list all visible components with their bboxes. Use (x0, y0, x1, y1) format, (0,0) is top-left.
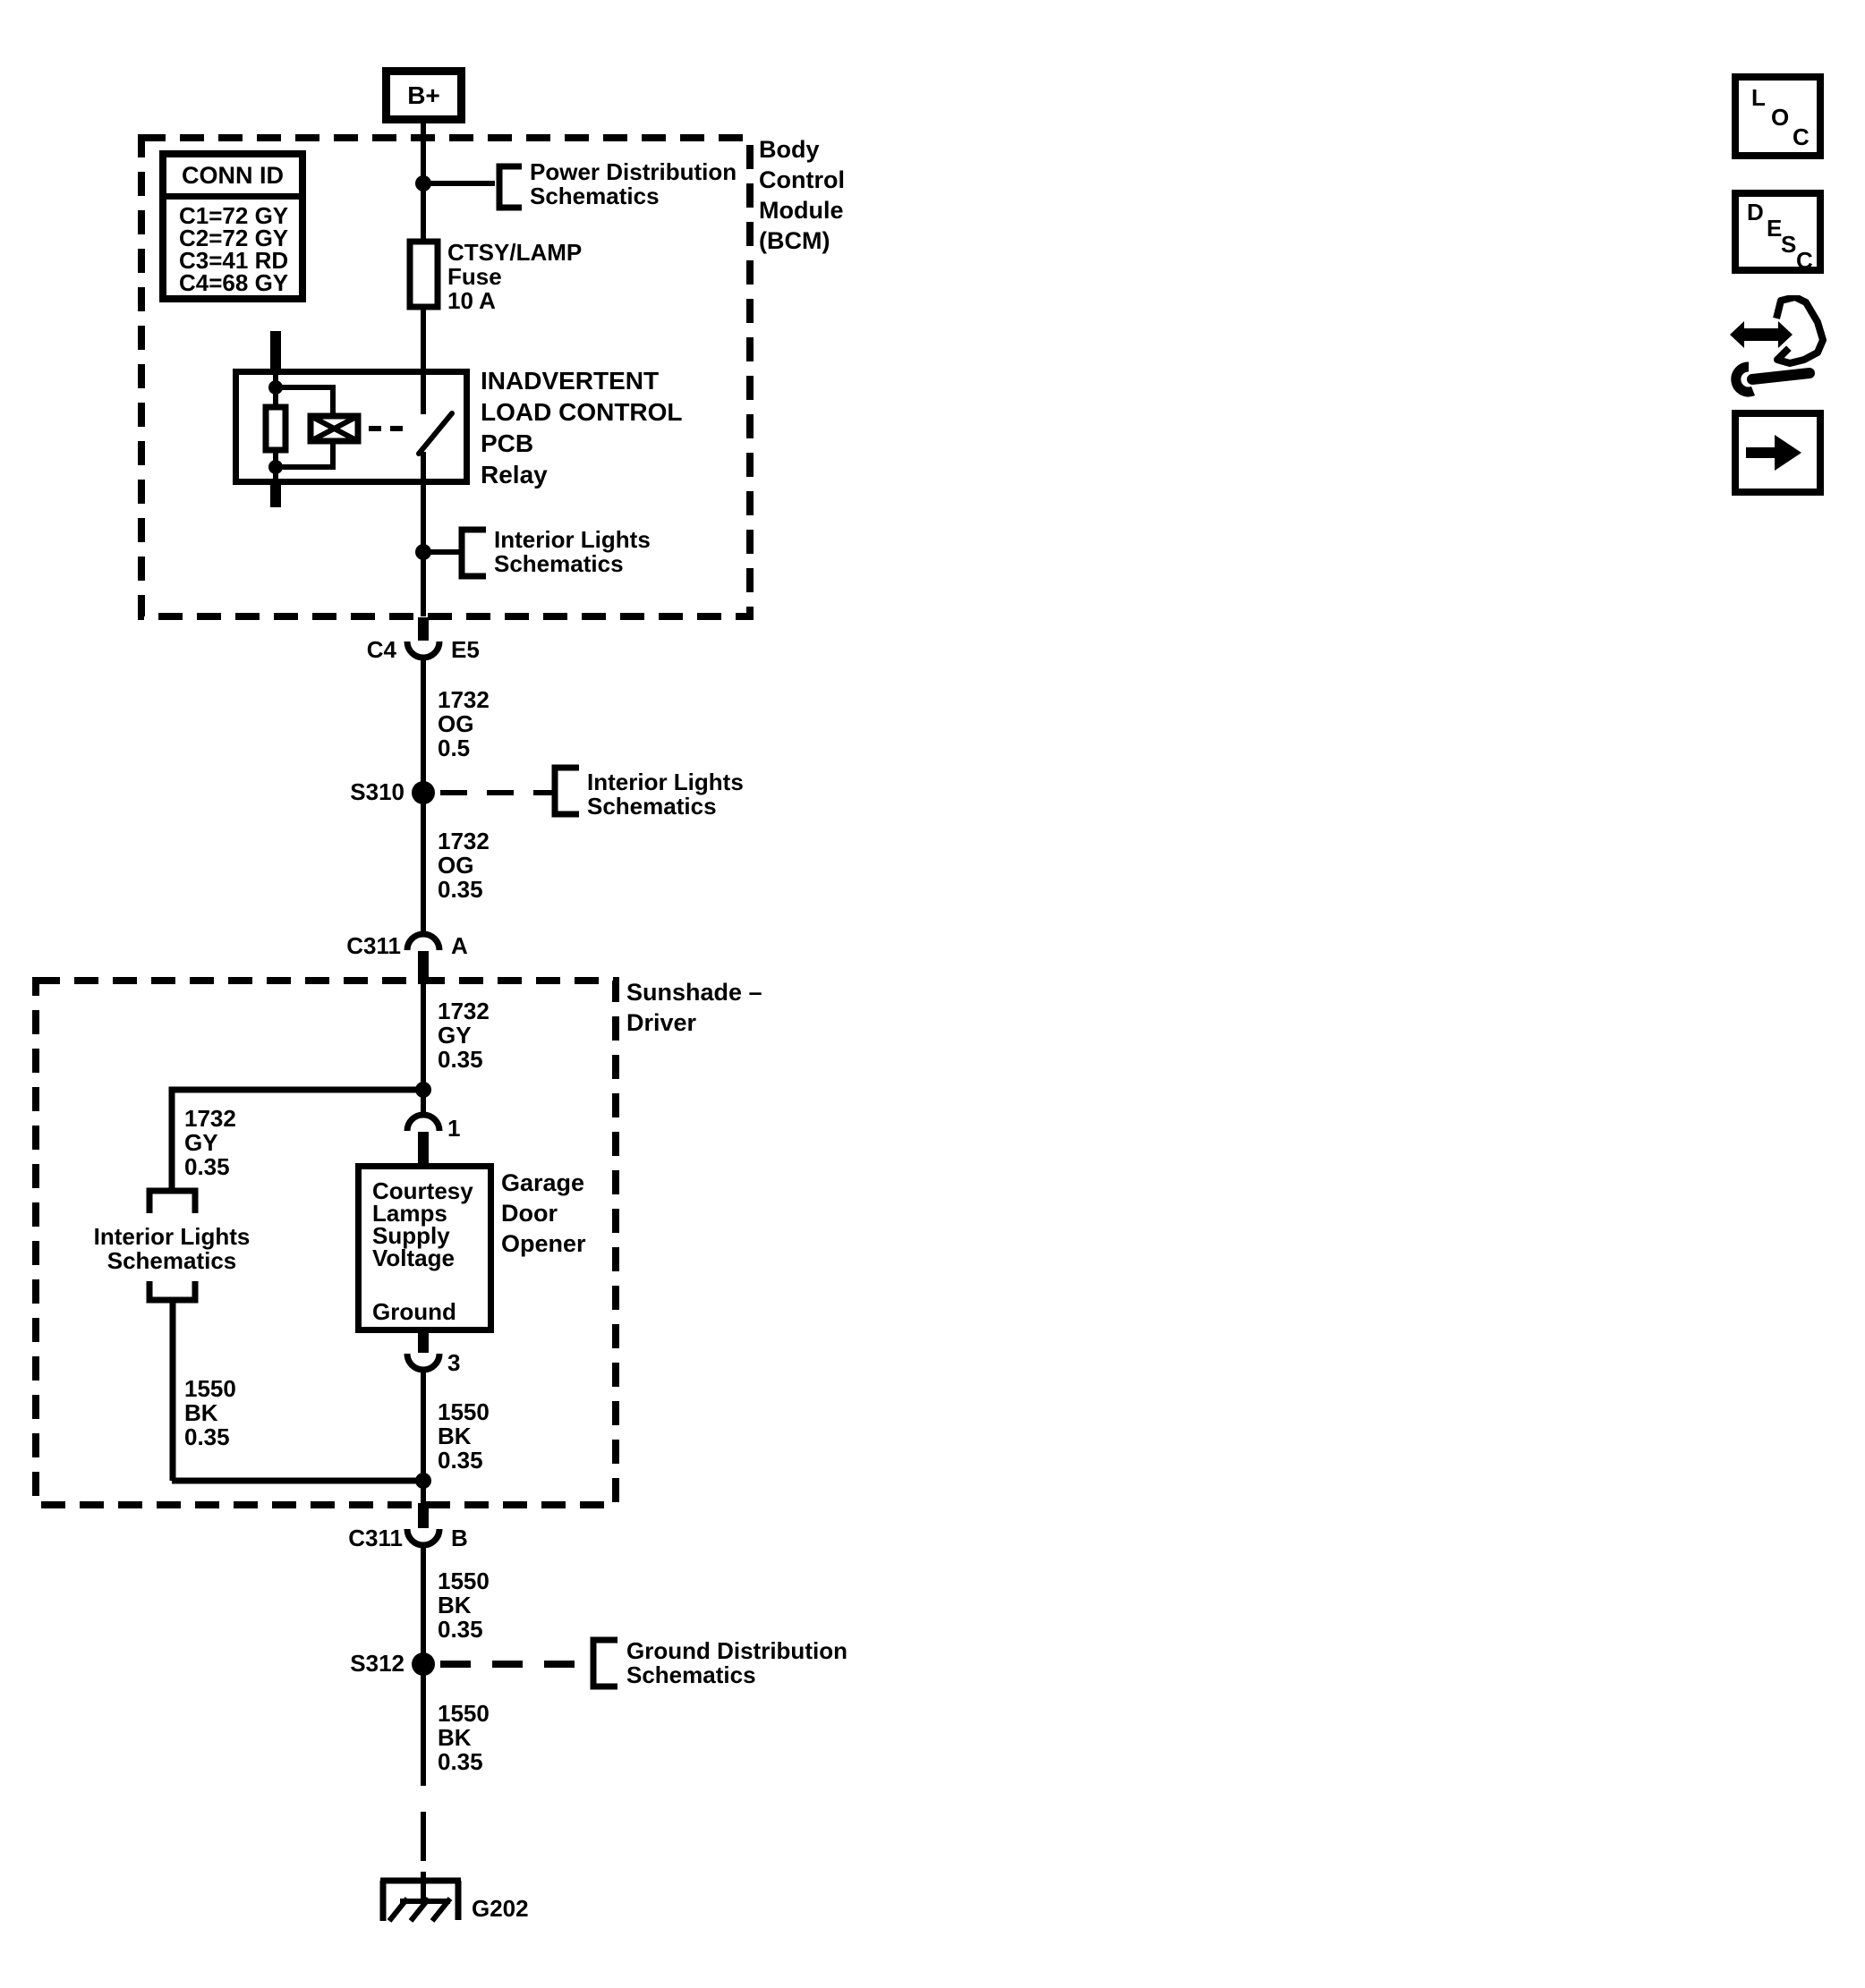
conn-id-rows: C1=72 GY C2=72 GY C3=41 RD C4=68 GY (179, 202, 289, 296)
gdo-pin-function-label: Courtesy Lamps Supply Voltage (372, 1177, 473, 1271)
conn-id-header: CONN ID (166, 157, 299, 200)
forward-arrow-button[interactable] (1732, 410, 1824, 496)
wrench-glyph (1731, 361, 1815, 397)
power-distribution-ref-symbol (415, 163, 522, 211)
connector-c311b-label: C311 (348, 1525, 403, 1551)
loc-button[interactable]: L O C (1732, 73, 1824, 159)
splice-s310-symbol (412, 764, 579, 818)
junction-dot (415, 544, 431, 560)
desc-letter: S (1781, 231, 1797, 258)
junction-dot (268, 460, 283, 474)
conn-id-table: CONN ID C1=72 GY C2=72 GY C3=41 RD C4=68… (159, 150, 306, 302)
repair-info-icon[interactable] (1727, 293, 1835, 401)
sunshade-name-label: Sunshade – Driver (626, 979, 762, 1036)
sunshade-interior-lights-ref-label: Interior Lights Schematics (93, 1223, 251, 1274)
desc-button[interactable]: D E S C (1732, 190, 1824, 274)
bcm-interior-lights-ref-label: Interior Lights Schematics (494, 526, 651, 577)
gdo-pin3-label: 3 (447, 1349, 461, 1376)
fuse-label: CTSY/LAMP Fuse 10 A (447, 239, 583, 314)
wire-label-c4-s310: 1732 OG 0.5 (438, 686, 490, 761)
ground-symbol (379, 1877, 462, 1923)
relay-internals (262, 331, 455, 507)
wire-label-gdo-ground: 1550 BK 0.35 (438, 1398, 490, 1474)
ref-bracket-bottom (146, 1281, 199, 1304)
gdo-pin1-label: 1 (447, 1115, 461, 1142)
sunshade-branch-wire (146, 1082, 431, 1489)
garage-door-opener-box: Courtesy Lamps Supply Voltage Ground (355, 1163, 494, 1333)
junction-dot (268, 380, 283, 395)
s310-interior-lights-ref-label: Interior Lights Schematics (587, 769, 744, 820)
desc-letter: C (1796, 247, 1813, 274)
bcm-interior-lights-ref-symbol (415, 526, 486, 580)
connector-c311a-symbol (404, 930, 443, 984)
fuse-symbol (406, 238, 441, 310)
wire-label-s312-g202: 1550 BK 0.35 (438, 1700, 490, 1775)
loc-letter: L (1751, 84, 1766, 111)
connector-c4-label: C4 (366, 636, 396, 663)
connector-c4-symbol (404, 617, 443, 661)
desc-letter: D (1747, 199, 1764, 225)
relay-coil-symbol (307, 412, 362, 445)
junction-dot (415, 1473, 431, 1489)
desc-letter: E (1767, 215, 1783, 242)
relay-switch-symbol (416, 411, 455, 456)
sunshade-dashed-outline (32, 977, 619, 1508)
connector-c4-pin-label: E5 (451, 636, 480, 663)
junction-dot (415, 1082, 431, 1098)
loc-letter: O (1771, 104, 1790, 131)
connector-c311a-label: C311 (346, 932, 401, 959)
splice-s312-symbol (412, 1636, 617, 1690)
gdo-ground-label: Ground (372, 1298, 456, 1325)
connector-pin1-symbol (404, 1111, 443, 1165)
ground-g202-label: G202 (472, 1895, 529, 1922)
junction-dot (415, 175, 431, 191)
ref-bracket-top (146, 1187, 199, 1213)
s312-ground-distribution-ref-label: Ground Distribution Schematics (626, 1637, 847, 1688)
power-distribution-ref-label: Power Distribution Schematics (530, 158, 737, 209)
double-arrow-glyph (1730, 321, 1793, 348)
splice-s310-label: S310 (350, 778, 405, 805)
gdo-name-label: Garage Door Opener (501, 1169, 586, 1257)
relay-label: INADVERTENT LOAD CONTROL PCB Relay (481, 367, 683, 489)
connector-c311b-pin-label: B (451, 1525, 468, 1551)
wire-label-s310-c311: 1732 OG 0.35 (438, 828, 490, 903)
connector-c311a-pin-label: A (451, 932, 468, 959)
connector-pin3-symbol (404, 1331, 443, 1373)
forward-arrow-icon (1746, 435, 1801, 471)
battery-feed-label: B+ (407, 81, 440, 109)
battery-feed-box: B+ (382, 67, 465, 123)
loc-letter: C (1793, 123, 1810, 150)
relay-box (233, 369, 470, 485)
bcm-dashed-outline (138, 134, 754, 620)
wire-label-c311b-s312: 1550 BK 0.35 (438, 1567, 490, 1643)
splice-s312-label: S312 (350, 1650, 405, 1677)
part-outline-glyph (1773, 293, 1827, 367)
connector-c311b-symbol (404, 1503, 443, 1549)
bcm-name-label: Body Control Module (BCM) (759, 136, 845, 254)
resistor-symbol (262, 404, 289, 454)
wire-label-c311a-junction: 1732 GY 0.35 (438, 998, 490, 1073)
wire-label-interior-ground: 1550 BK 0.35 (184, 1375, 236, 1450)
wire-label-junction-interior: 1732 GY 0.35 (184, 1105, 236, 1180)
